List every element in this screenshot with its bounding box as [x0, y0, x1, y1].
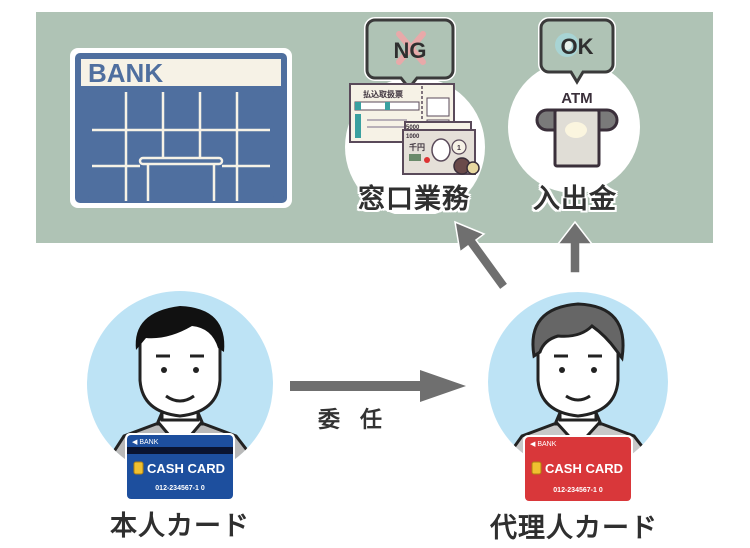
atm-machine-icon	[535, 108, 619, 168]
access-arrows	[454, 220, 594, 292]
service-atm-label: 入出金	[533, 184, 617, 215]
card-bank-text: ◀ BANK	[530, 441, 557, 448]
bank-building-icon: BANK	[70, 48, 292, 208]
ok-speech-bubble	[538, 17, 616, 88]
arrow-to-atm-icon	[556, 220, 594, 274]
service-counter: NG 払込取扱票 5000 1000 千円 1 窓口業務	[343, 14, 503, 215]
card-chip-icon	[531, 461, 542, 475]
atm-label: ATM	[561, 90, 592, 107]
principal-cash-card: ◀ BANK CASH CARD 012-234567-1 0	[125, 433, 235, 501]
cross-mark-icon	[396, 31, 426, 65]
bill-portrait-mark: 1	[457, 145, 461, 152]
ng-speech-bubble	[364, 17, 456, 93]
ng-status-text: NG	[394, 38, 427, 63]
arrow-to-counter-icon	[454, 220, 510, 292]
agent-cash-card: ◀ BANK CASH CARD 012-234567-1 0	[523, 435, 633, 503]
bill-top-value: 5000	[406, 125, 420, 131]
bank-sign-text: BANK	[88, 58, 163, 88]
card-chip-icon	[133, 461, 144, 475]
card-bank-text: ◀ BANK	[132, 439, 159, 446]
service-atm: OK ATM 入出金	[503, 14, 653, 215]
service-counter-label: 窓口業務	[358, 184, 470, 215]
person-principal: ◀ BANK CASH CARD 012-234567-1 0 本人カード	[84, 288, 284, 548]
payment-slip-title: 払込取扱票	[363, 89, 403, 99]
delegation-arrow-icon	[290, 370, 466, 402]
card-number: 012-234567-1 0	[553, 487, 603, 494]
banknotes-icon	[402, 121, 480, 175]
person-agent: ◀ BANK CASH CARD 012-234567-1 0 代理人カード	[480, 290, 710, 547]
agent-card-label: 代理人カード	[490, 513, 658, 544]
principal-card-label: 本人カード	[110, 511, 250, 542]
bill-label: 千円	[409, 142, 425, 152]
ok-status-text: OK	[561, 34, 594, 59]
delegation-label: 委任	[318, 408, 403, 433]
card-title: CASH CARD	[147, 461, 225, 476]
card-number: 012-234567-1 0	[155, 485, 205, 492]
bill-front-value: 1000	[406, 134, 420, 140]
card-title: CASH CARD	[545, 461, 623, 476]
